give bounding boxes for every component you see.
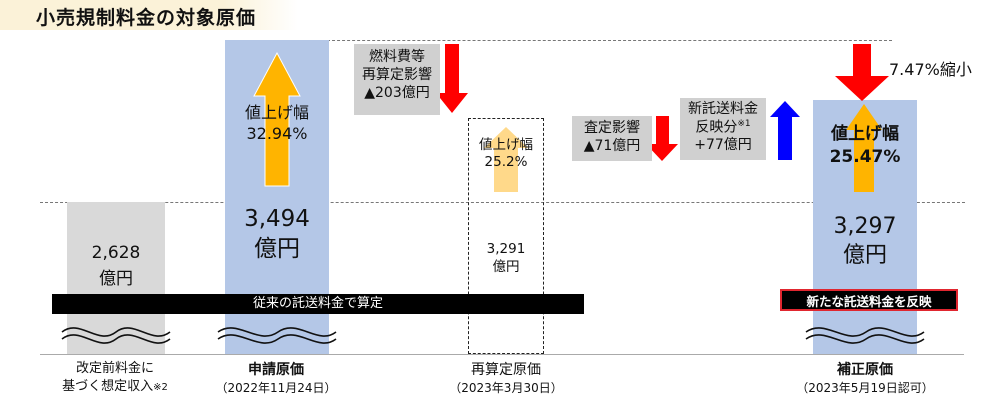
bar-col3-dashed — [468, 118, 544, 354]
col4-increase-text: 値上げ幅 — [831, 124, 899, 144]
reference-line-top — [322, 40, 892, 41]
col1-value: 2,628 — [91, 243, 141, 263]
up-arrow-col3 — [484, 127, 528, 192]
up-arrow-trans — [770, 101, 800, 160]
fuel-line1: 燃料費等 — [369, 49, 425, 65]
down-arrow-assess — [646, 116, 678, 161]
reduction-label: 7.47%縮小 — [889, 60, 972, 79]
category-col1: 改定前料金に 基づく想定収入※2 — [40, 360, 190, 395]
fuel-line2: 再算定影響 — [362, 66, 432, 83]
trans-callout: 新託送料金 反映分※1 +77億円 — [680, 98, 766, 160]
category-col1-line1: 改定前料金に — [75, 361, 154, 376]
category-col3: 再算定原価 （2023年3月30日） — [426, 361, 586, 396]
down-arrow-reduction — [835, 44, 889, 101]
fuel-callout: 燃料費等 再算定影響 ▲203億円 — [354, 44, 440, 115]
title-band — [0, 0, 298, 30]
col3-increase-label: 値上げ幅 25.2% — [468, 137, 544, 172]
col3-increase-text: 値上げ幅 — [479, 137, 533, 153]
category-col1-line2: 基づく想定収入 — [62, 378, 154, 394]
category-col3-name: 再算定原価 — [471, 362, 541, 378]
category-col4-date: （2023年5月19日認可） — [796, 380, 934, 395]
reference-line-base — [40, 202, 965, 203]
axis-break-col1 — [61, 327, 171, 344]
category-col4: 補正原価 （2023年5月19日認可） — [780, 361, 950, 396]
trans-note: ※1 — [737, 118, 751, 129]
col2-increase-pct: 32.94% — [246, 123, 308, 143]
col2-increase-label: 値上げ幅 32.94% — [225, 103, 329, 145]
bar-col1 — [67, 202, 165, 354]
up-arrow-col2 — [253, 51, 301, 187]
trans-line3: +77億円 — [694, 137, 752, 154]
category-col3-date: （2023年3月30日） — [449, 380, 563, 395]
new-fee-banner: 新たな託送料金を反映 — [780, 289, 958, 311]
trans-line2-wrap: 反映分※1 — [680, 119, 766, 138]
axis-break-col2 — [217, 327, 337, 344]
col4-value-label: 3,297 億円 — [813, 213, 917, 270]
category-col4-name: 補正原価 — [837, 362, 893, 378]
down-arrow-fuel — [436, 44, 468, 113]
col2-unit: 億円 — [254, 235, 300, 262]
col4-value: 3,297 — [833, 214, 897, 239]
col3-increase-pct: 25.2% — [484, 154, 528, 171]
assess-callout: 査定影響 ▲71億円 — [572, 116, 652, 161]
col3-unit: 億円 — [492, 258, 520, 275]
fuel-line3: ▲203億円 — [364, 84, 430, 101]
trans-line1: 新託送料金 — [688, 101, 758, 117]
trans-line2: 反映分 — [695, 119, 738, 136]
category-col2-name: 申請原価 — [248, 362, 304, 378]
axis-break-col4 — [805, 327, 925, 344]
category-col1-line2-wrap: 基づく想定収入※2 — [40, 378, 190, 396]
col3-value-label: 3,291 億円 — [468, 241, 544, 277]
col2-value-label: 3,494 億円 — [225, 205, 329, 265]
col3-value: 3,291 — [486, 241, 526, 257]
col4-increase-pct: 25.47% — [829, 146, 901, 167]
category-col2: 申請原価 （2022年11月24日） — [196, 361, 356, 396]
assess-line2: ▲71億円 — [583, 137, 641, 154]
category-col1-note: ※2 — [153, 381, 168, 393]
chart-title: 小売規制料金の対象原価 — [36, 7, 257, 29]
col2-increase-text: 値上げ幅 — [244, 103, 309, 122]
up-arrow-col4 — [846, 104, 882, 192]
old-fee-banner: 従来の託送料金で算定 — [52, 294, 584, 314]
col1-value-label: 2,628 億円 — [67, 241, 165, 292]
assess-line1: 査定影響 — [584, 120, 640, 136]
category-col2-date: （2022年11月24日） — [215, 380, 337, 395]
col1-unit: 億円 — [99, 268, 133, 289]
baseline — [40, 354, 964, 355]
col2-value: 3,494 — [244, 206, 310, 232]
col4-unit: 億円 — [842, 242, 887, 268]
col4-increase-label: 値上げ幅 25.47% — [813, 123, 917, 169]
